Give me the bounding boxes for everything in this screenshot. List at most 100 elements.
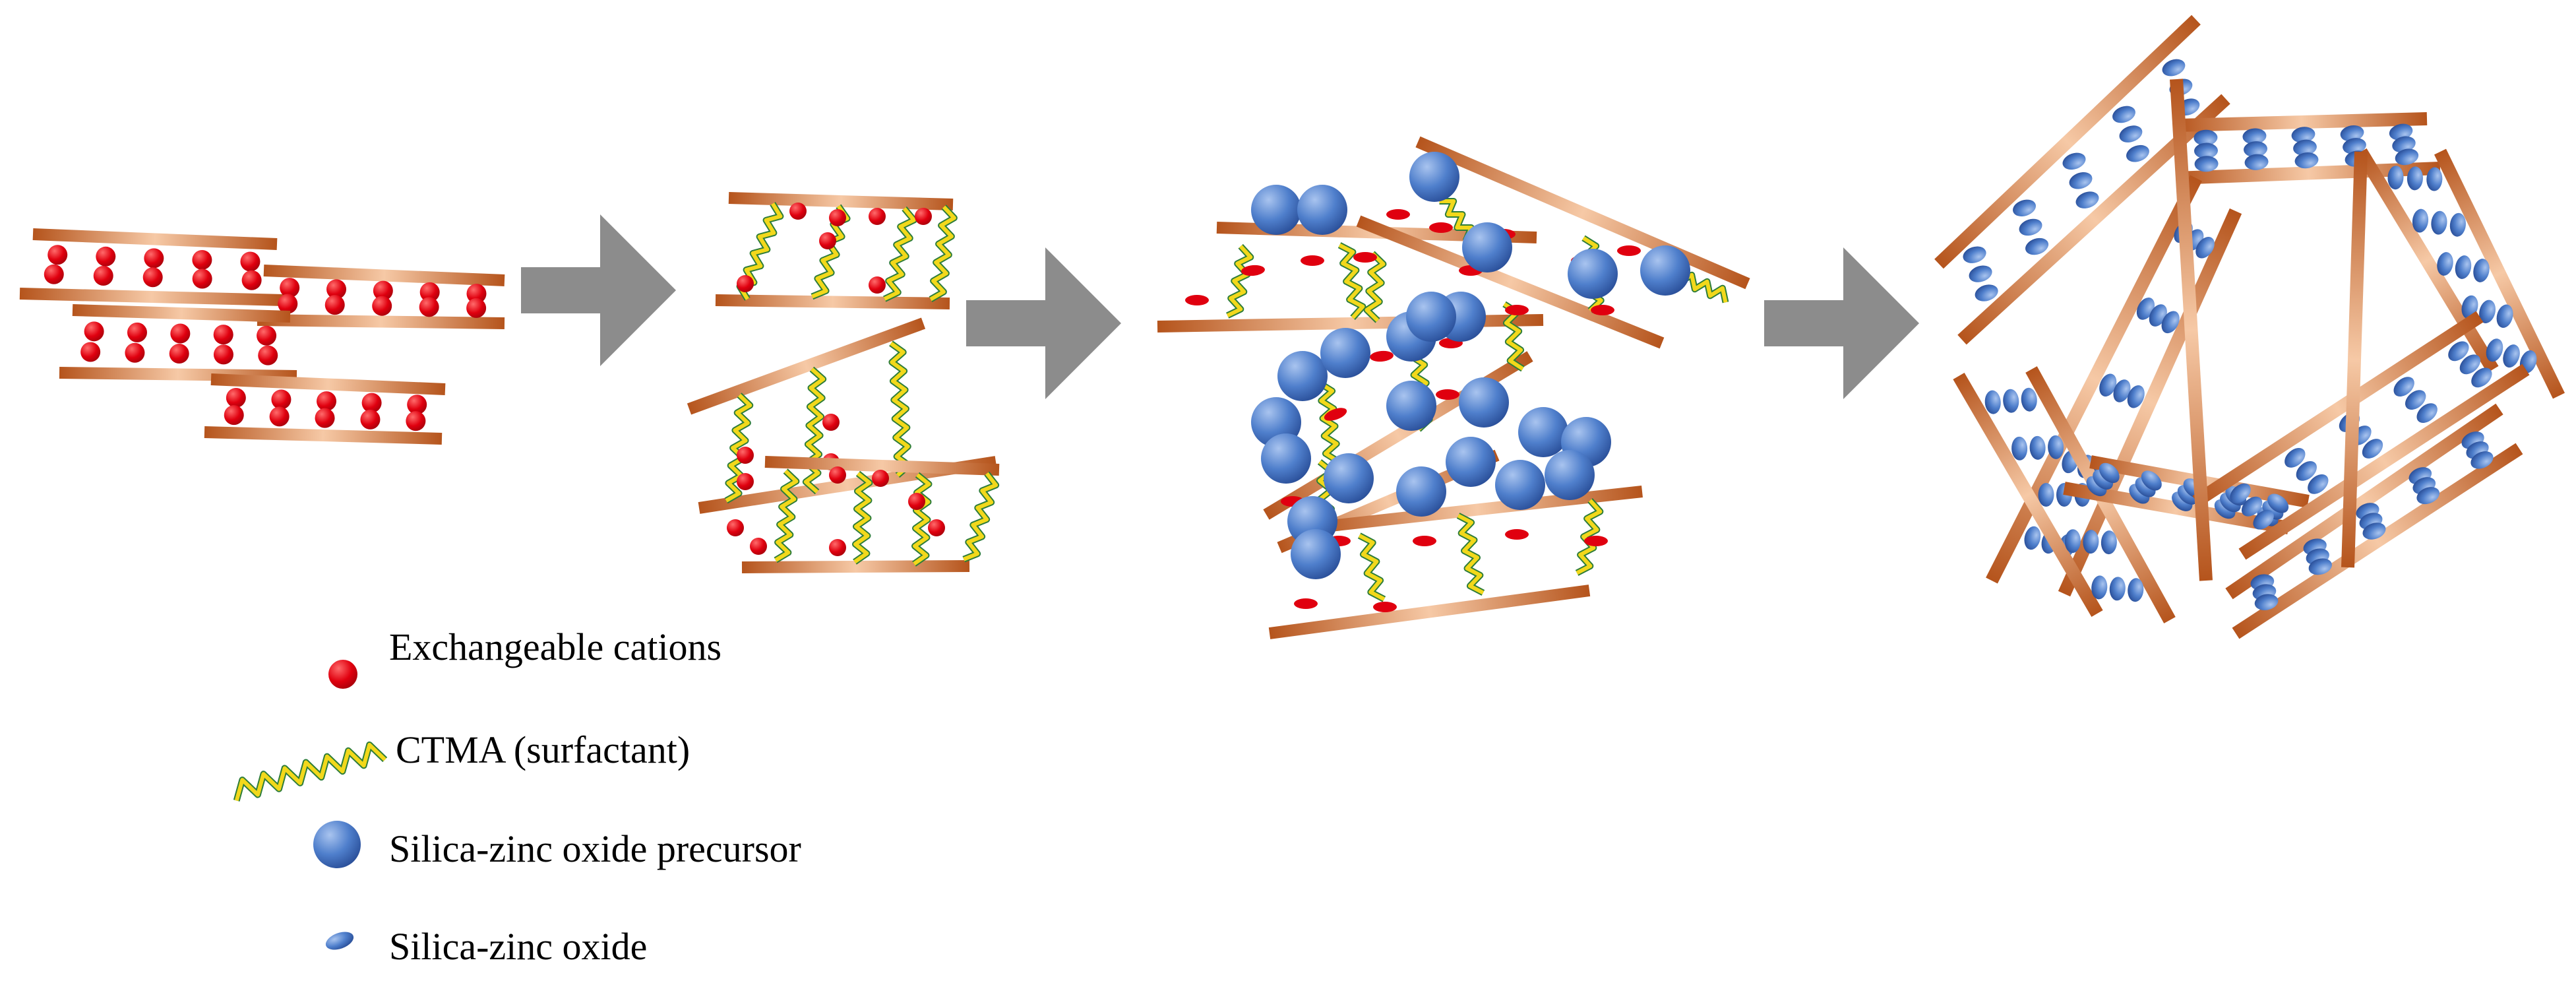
silica-zinc-oxide-particle [2091, 575, 2108, 600]
stage-4-pillared-porous-clay [1934, 15, 2565, 639]
precursor-sphere [1324, 453, 1374, 503]
silica-zinc-oxide-particle [2194, 143, 2218, 159]
silica-zinc-oxide-particle [2013, 199, 2037, 216]
cation-dot [373, 280, 393, 301]
silica-zinc-oxide-particle [2393, 377, 2414, 397]
stage-3-precursor-loaded-clay [1157, 136, 1750, 639]
clay-sheet [2434, 148, 2565, 399]
clay-sheet [687, 317, 926, 415]
silica-zinc-oxide-particle [2362, 439, 2383, 459]
surfactant-chain [1318, 380, 1340, 464]
cation-dot [1505, 529, 1529, 540]
cation-dot [419, 282, 440, 302]
silica-zinc-oxide-particle [2101, 530, 2117, 555]
silica-zinc-oxide-particle [2109, 577, 2126, 601]
cation-dot [127, 322, 147, 342]
cation-dot [406, 411, 426, 431]
cation-dot [142, 267, 163, 288]
silica-zinc-oxide-particle [1975, 284, 1998, 302]
silica-zinc-oxide-particle [2291, 127, 2315, 143]
surfactant-chain [962, 471, 1000, 563]
cation-dot [47, 245, 68, 265]
clay-sheet [1953, 372, 2103, 618]
cation-dot [1429, 222, 1453, 233]
silica-zinc-oxide-particle [2024, 526, 2041, 550]
cation-dot [407, 395, 427, 415]
silica-zinc-oxide-particle [2431, 210, 2447, 235]
precursor-sphere [1406, 292, 1456, 342]
cation-dot [1324, 408, 1347, 421]
clay-sheet [764, 456, 1000, 476]
clay-sheet [257, 314, 505, 329]
silica-zinc-oxide-particle [2308, 474, 2329, 494]
silica-zinc-oxide-particle [2496, 304, 2513, 328]
silica-zinc-oxide-particle [2244, 154, 2269, 170]
stage-2-surfactant-intercalated-clay [687, 192, 1000, 573]
silica-zinc-oxide-particle [2244, 141, 2267, 158]
cation-dot [419, 297, 439, 317]
blue-ellipse-icon [325, 932, 354, 950]
cation-dot [192, 249, 212, 270]
clay-sheet [741, 560, 970, 573]
surfactant-chain [1226, 243, 1254, 319]
stage-1-pristine-clay [19, 228, 505, 445]
clay-sheet [2341, 151, 2368, 568]
silica-zinc-oxide-particle [2340, 125, 2364, 142]
surfactant-chain [852, 470, 873, 565]
silica-zinc-oxide-particle [2193, 129, 2218, 146]
silica-zinc-oxide-particle [2267, 493, 2289, 513]
silica-zinc-oxide-particle [1984, 390, 2001, 414]
clay-sheet [1356, 215, 1665, 349]
silica-zinc-oxide-particle [2011, 436, 2028, 461]
cation-dot [1373, 602, 1397, 612]
cation-dot [819, 232, 836, 249]
cation-dot [1591, 305, 1614, 315]
silica-zinc-oxide-particle [2412, 208, 2429, 233]
cation-dot [789, 203, 807, 220]
surfactant-chain [911, 472, 933, 567]
zigzag-surfactant-icon [233, 741, 388, 802]
precursor-sphere [1409, 152, 1459, 202]
cation-dot [372, 296, 392, 316]
silica-zinc-oxide-particle [2069, 172, 2093, 189]
silica-zinc-oxide-particle [2126, 144, 2149, 162]
silica-zinc-oxide-particle [2019, 218, 2042, 236]
cation-dot [280, 278, 300, 298]
silica-zinc-oxide-particle [2112, 106, 2135, 123]
cation-dot [727, 519, 744, 536]
clay-sheet [2225, 403, 2503, 600]
cation-dot [1370, 350, 1394, 362]
surfactant-chain [1363, 251, 1387, 323]
legend-label-surfactant: CTMA (surfactant) [396, 728, 690, 771]
arrow-shape [966, 247, 1121, 399]
silica-zinc-oxide-particle [2242, 128, 2267, 144]
cation-dot [84, 321, 104, 342]
cation-dot [737, 275, 754, 292]
clay-sheet [2232, 443, 2523, 639]
silica-zinc-oxide-particle [2459, 354, 2481, 375]
silica-zinc-oxide-particle [2099, 462, 2120, 484]
cation-dot [144, 248, 164, 269]
silica-zinc-oxide-particle [2021, 387, 2037, 412]
silica-zinc-oxide-particle [2308, 558, 2332, 575]
silica-zinc-oxide-particle [2343, 138, 2366, 154]
silica-zinc-oxide-particle [2029, 435, 2046, 460]
cation-dot [1353, 252, 1377, 263]
surfactant-chain [802, 366, 827, 495]
arrow-shape [1764, 247, 1919, 399]
cation-dot [324, 295, 345, 315]
silica-zinc-oxide-particle [2448, 341, 2469, 362]
cation-dot [317, 391, 337, 412]
cation-dot [258, 345, 278, 365]
clay-sheet [2355, 148, 2499, 373]
precursor-sphere [1495, 460, 1545, 510]
clay-sheet [2063, 482, 2290, 534]
cation-dot [213, 325, 233, 345]
cation-dot [169, 344, 189, 364]
red-dot-icon [328, 660, 357, 689]
precursor-sphere [1261, 433, 1311, 484]
clay-sheet [728, 192, 954, 210]
cation-dot [822, 414, 840, 431]
blue-sphere-icon [313, 821, 361, 868]
